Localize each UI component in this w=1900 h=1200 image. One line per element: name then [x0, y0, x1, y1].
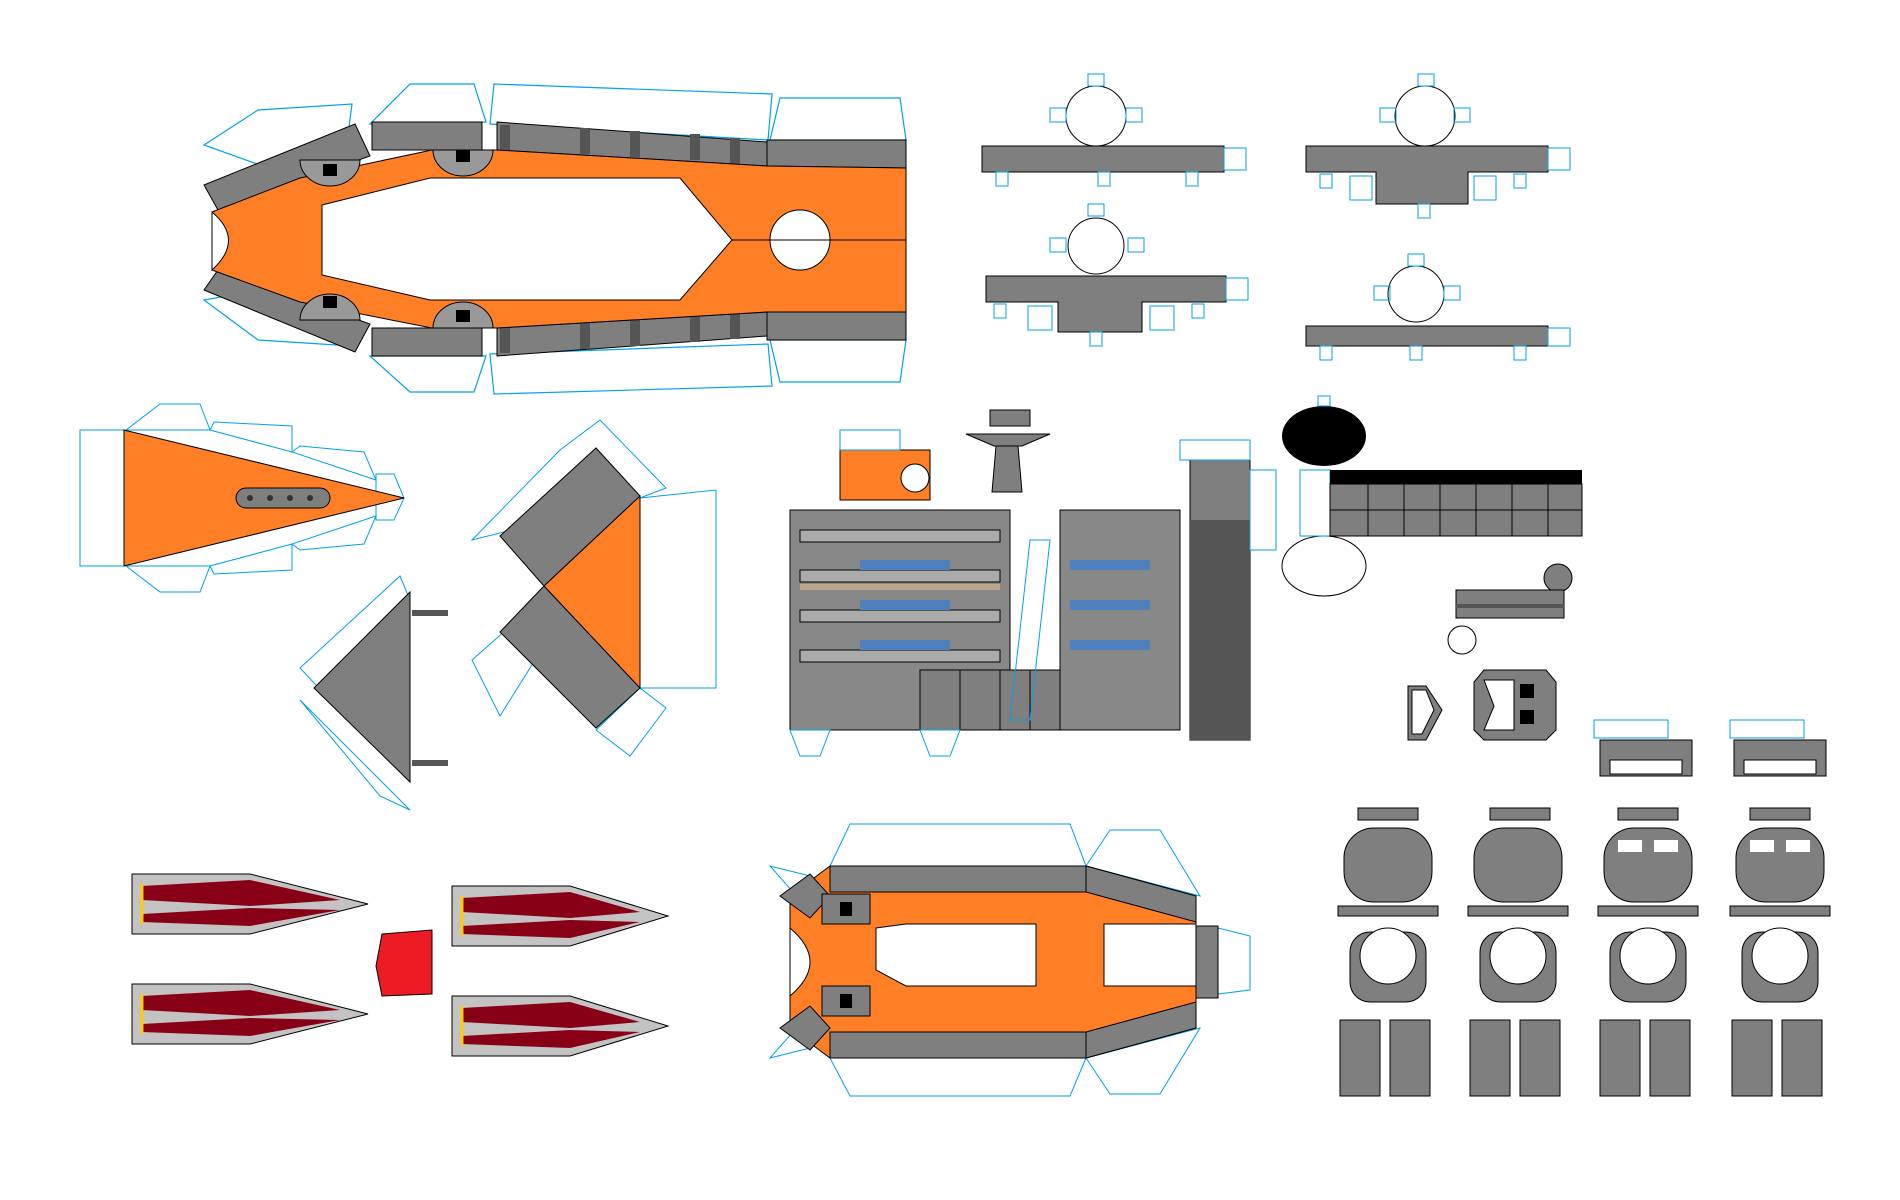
hull-top-stripes: [500, 125, 740, 353]
dish-black: [1282, 406, 1366, 466]
missile-pods: [131, 873, 670, 1057]
bow-piece: [79, 403, 405, 593]
hull-bottom-piece: [768, 823, 1251, 1097]
figure-3: [1597, 739, 1699, 1097]
prow-bolts: [412, 610, 448, 766]
missile-pod-1: [131, 873, 369, 935]
hull-bottom-stern-cutout: [1103, 923, 1197, 987]
hull-top-turret-mounts: [299, 149, 494, 329]
turret-plate-4: [1305, 253, 1571, 361]
red-connector: [375, 929, 433, 997]
figure-2: [1467, 807, 1569, 1097]
mast-top-bar: [1330, 470, 1582, 484]
figure-pieces: [1337, 719, 1831, 1097]
missile-pod-3: [451, 885, 670, 947]
prow-plates: [299, 419, 717, 811]
small-fittings: [1407, 563, 1573, 741]
turret-plate-1: [981, 73, 1247, 187]
bow-anchor-detail: [235, 487, 331, 509]
missile-pod-2: [131, 983, 369, 1045]
superstructure-body: [789, 439, 1277, 757]
figure-1: [1337, 807, 1439, 1097]
turret-base-plates: [981, 73, 1571, 361]
turret-plate-2: [1305, 73, 1571, 219]
hull-top-piece: [202, 83, 907, 395]
superstructure: [789, 409, 1277, 757]
figure-4: [1729, 739, 1831, 1097]
hull-bottom-rails: [779, 865, 1219, 1059]
mast-pieces: [1281, 395, 1583, 597]
shield-pieces: [1407, 669, 1557, 741]
radar-mast: [965, 409, 1051, 493]
mast-panel-grid: [1329, 483, 1583, 537]
prow-tabs: [299, 419, 717, 811]
dish-white: [1281, 535, 1367, 597]
missile-pod-4: [451, 995, 670, 1057]
hull-bottom-bow-cutout: [789, 926, 811, 998]
hull-top-opening: [321, 177, 733, 301]
turret-plate-3: [985, 203, 1249, 347]
hull-bottom-opening: [875, 923, 1037, 987]
bridge-block: [839, 429, 931, 501]
hull-top-bow-cutout: [211, 210, 229, 272]
prow-plate-side: [313, 590, 411, 784]
prow-plate-center: [543, 494, 641, 690]
gun-bracket: [1447, 563, 1573, 655]
